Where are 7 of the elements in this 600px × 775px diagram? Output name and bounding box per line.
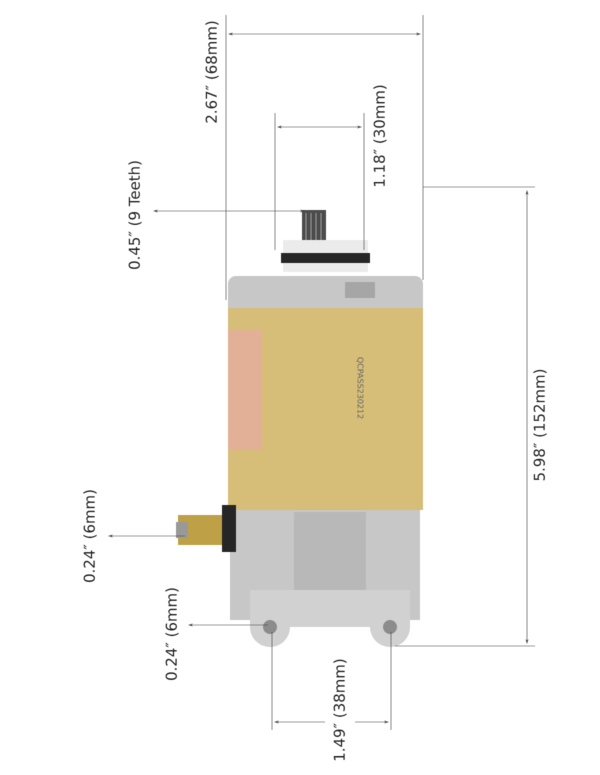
dimension-label: 1.49″ (38mm)	[333, 660, 347, 760]
dimension-label: 1.18″ (30mm)	[373, 86, 387, 186]
dimension-label: 0.24″ (6mm)	[83, 490, 97, 582]
dimension-label: 0.45″ (9 Teeth)	[128, 161, 142, 269]
dimension-label: 2.67″ (68mm)	[205, 22, 219, 123]
dimension-label: 0.24″ (6mm)	[165, 588, 179, 680]
dimension-label: 5.98″ (152mm)	[533, 370, 547, 480]
